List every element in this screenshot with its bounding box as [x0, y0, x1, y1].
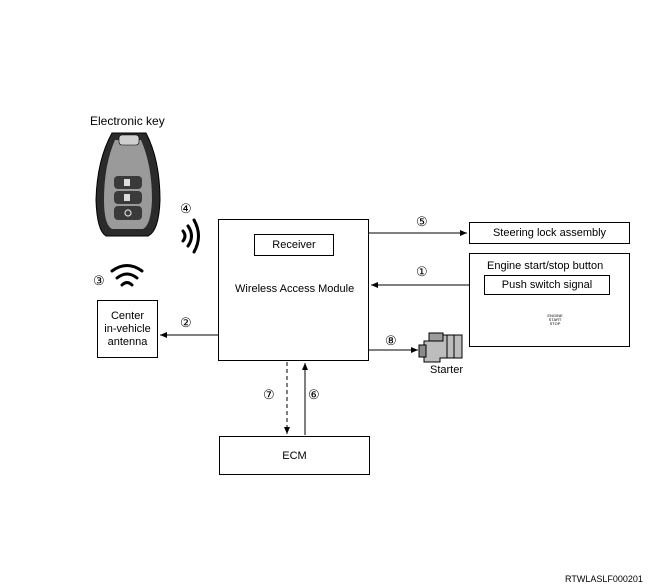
marker-3: ③ [93, 273, 105, 288]
reference-code: RTWLASLF000201 [565, 574, 643, 584]
marker-8: ⑧ [385, 333, 397, 348]
antenna-label-line1: Center [110, 309, 145, 322]
push-switch-signal-label: Push switch signal [501, 279, 593, 291]
steering-lock-label: Steering lock assembly [492, 227, 607, 239]
antenna-label-line3: antenna [107, 335, 148, 348]
steering-lock-box: Steering lock assembly [469, 222, 630, 244]
starter-motor-icon [418, 332, 463, 363]
key-signal-waves-icon [181, 218, 200, 254]
engine-button-text-line1: ENGINE [547, 313, 563, 318]
electronic-key-icon [95, 132, 161, 237]
center-antenna-box: Center in-vehicle antenna [97, 300, 158, 358]
engine-button-text-line2: START [548, 317, 562, 322]
engine-button-text: ENGINE START STOP [540, 314, 570, 326]
marker-1: ① [416, 264, 428, 279]
ecm-label: ECM [282, 449, 307, 462]
electronic-key-title: Electronic key [90, 114, 165, 128]
push-switch-signal-box: Push switch signal [484, 275, 610, 295]
engine-start-stop-label: Engine start/stop button [487, 260, 604, 272]
engine-start-stop-box [469, 253, 630, 347]
ecm-box: ECM [219, 436, 370, 475]
antenna-label-line2: in-vehicle [104, 322, 151, 335]
wireless-access-module-label: Wireless Access Module [235, 283, 355, 295]
marker-7: ⑦ [263, 387, 275, 402]
starter-label: Starter [430, 364, 464, 376]
marker-5: ⑤ [416, 214, 428, 229]
engine-button-text-line3: STOP [549, 321, 561, 326]
receiver-box: Receiver [254, 234, 334, 256]
marker-6: ⑥ [308, 387, 320, 402]
marker-4: ④ [180, 201, 192, 216]
marker-2: ② [180, 315, 192, 330]
receiver-label: Receiver [272, 239, 316, 251]
antenna-signal-waves-icon [110, 264, 144, 287]
